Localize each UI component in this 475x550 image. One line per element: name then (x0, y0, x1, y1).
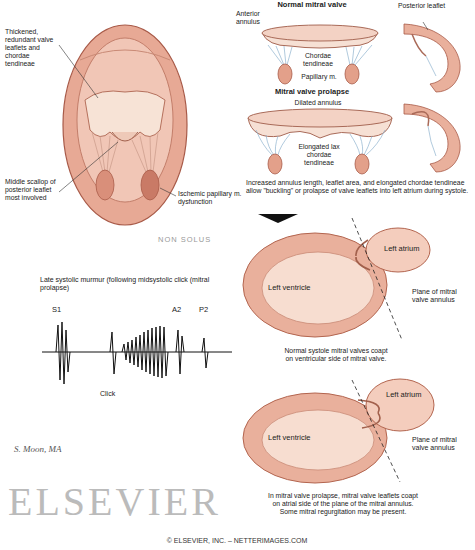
prolapse-valve-drawing (404, 104, 460, 172)
prolapse-valve-drawing (355, 154, 369, 174)
pointer-arrowhead (258, 214, 298, 223)
normal-valve-drawing (276, 46, 284, 65)
opened-heart (59, 45, 98, 98)
prolapse-valve-drawing (428, 126, 436, 156)
phonocardiogram (202, 338, 208, 368)
opened-heart (107, 136, 110, 172)
heart-sound-label: S1 (52, 306, 61, 315)
opened-heart (77, 38, 173, 202)
normal-valve-drawing (262, 22, 460, 92)
plane-label: Plane of mitral valve annulus (412, 436, 470, 453)
phonocardiogram (122, 326, 168, 378)
chamber-label: Left atrium (386, 391, 421, 400)
plane-label: Plane of mitral valve annulus (412, 288, 470, 305)
normal-systole-heart (356, 257, 370, 270)
watermark: ELSEVIER (8, 482, 221, 522)
prolapse-valve-drawing (248, 109, 392, 127)
chart-title: Late systolic murmur (following midsysto… (40, 276, 210, 293)
opened-heart (160, 188, 176, 196)
normal-valve-drawing (426, 56, 436, 76)
normal-systole-heart (243, 218, 430, 340)
opened-heart (153, 132, 158, 172)
phonocardiogram (56, 322, 70, 384)
normal-valve-drawing (423, 22, 428, 30)
normal-valve-drawing (412, 34, 426, 56)
normal-valve-drawing (345, 64, 359, 84)
normal-valve-drawing (278, 64, 292, 84)
opened-heart (132, 140, 146, 172)
opened-heart (59, 25, 187, 225)
phonocardiogram (42, 322, 232, 384)
explanatory-note: Increased annulus length, leaflet area, … (246, 179, 472, 195)
prolapse-heart (358, 400, 379, 413)
phonocardiogram (176, 330, 184, 374)
part-label: Chordae tendineae (299, 52, 337, 68)
artist-signature: S. Moon, MA (14, 444, 62, 455)
normal-valve-drawing (355, 45, 372, 65)
prolapse-valve-drawing (364, 136, 372, 155)
part-label: Anterior annulus (236, 10, 280, 26)
heart-sound-label: A2 (172, 306, 181, 315)
part-label: Elongated lax chordae tendineae (297, 143, 341, 167)
chamber-label: Left atrium (384, 245, 419, 254)
opened-heart (59, 45, 176, 196)
normal-valve-drawing (262, 25, 378, 41)
heart-sound-label: Click (100, 390, 115, 398)
prolapse-heart (262, 410, 374, 470)
prolapse-valve-drawing (268, 154, 282, 174)
opened-heart (85, 91, 165, 140)
prolapse-valve-drawing (266, 135, 274, 155)
prolapse-valve-drawing (278, 134, 290, 155)
callout-label: Middle scallop of posterior leaflet most… (5, 178, 57, 202)
normal-valve-drawing (346, 47, 350, 65)
chamber-label: Left ventricle (268, 284, 311, 293)
figure-caption: Normal systole mitral valves coapt on ve… (280, 347, 392, 363)
watermark: NON SOLUS (158, 236, 211, 245)
prolapse-valve-drawing (275, 136, 278, 155)
opened-heart (141, 170, 159, 200)
normal-valve-drawing (404, 24, 460, 92)
prolapse-valve-drawing (412, 112, 429, 126)
normal-valve-drawing (284, 46, 286, 65)
opened-heart (109, 140, 118, 172)
part-label: Dilated annulus (295, 99, 342, 107)
normal-valve-drawing (287, 47, 292, 65)
opened-heart (96, 170, 114, 200)
opened-heart (92, 132, 103, 172)
prolapse-valve-drawing (366, 130, 385, 155)
normal-systole-heart (243, 233, 387, 337)
prolapse-heart (243, 379, 434, 483)
heart-sound-label: P2 (199, 306, 208, 315)
opened-heart (140, 136, 148, 172)
normal-valve-drawing (268, 45, 283, 65)
prolapse-valve-drawing (360, 136, 363, 155)
opened-heart (59, 142, 118, 192)
panel-heading: Normal mitral valve (277, 1, 346, 10)
figure-caption: In mitral valve prolapse, mitral valve l… (268, 492, 418, 516)
part-label: Posterior leaflet (398, 2, 446, 10)
panel-heading: Mitral valve prolapse (275, 88, 349, 97)
prolapse-valve-drawing (248, 104, 460, 174)
opened-heart (92, 132, 158, 172)
prolapse-valve-drawing (350, 134, 360, 155)
callout-label: Ischemic papillary m. dysfunction (178, 190, 242, 206)
opened-heart (80, 50, 170, 60)
prolapse-valve-drawing (256, 130, 272, 155)
prolapse-heart (243, 393, 387, 483)
part-label: Papillary m. (301, 73, 337, 81)
callout-label: Thickened, redundant valve leaflets and … (5, 28, 57, 68)
copyright-notice: © ELSEVIER, INC. – NETTERIMAGES.COM (167, 537, 308, 545)
normal-systole-heart (262, 252, 374, 324)
opened-heart (150, 136, 151, 172)
normal-systole-heart (366, 228, 430, 272)
opened-heart (112, 132, 138, 141)
phonocardiogram (110, 332, 116, 374)
opened-heart (63, 25, 187, 225)
normal-valve-drawing (352, 47, 354, 65)
normal-systole-heart (352, 218, 402, 340)
chamber-label: Left ventricle (268, 434, 311, 443)
